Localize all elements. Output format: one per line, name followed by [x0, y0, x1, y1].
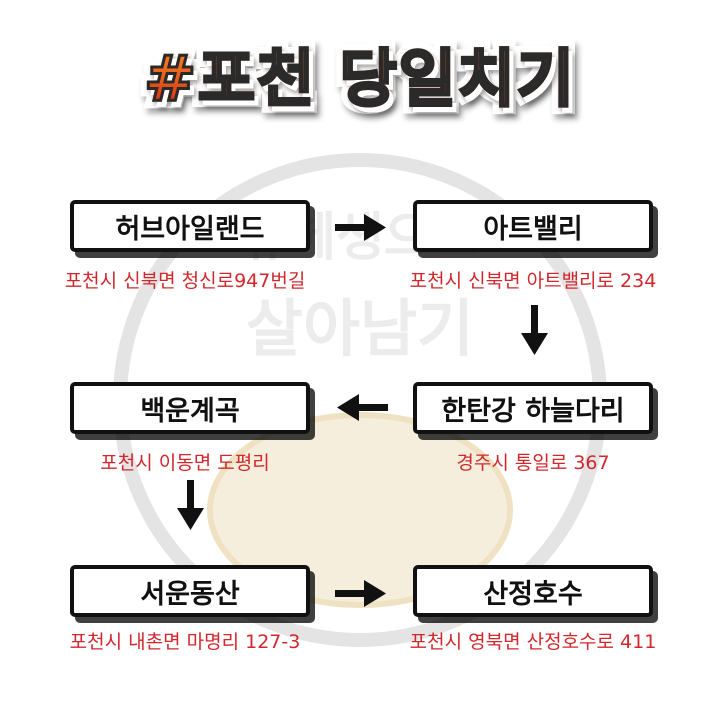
node-baegun-valley: 백운계곡 — [70, 382, 310, 434]
node-seoun-park: 서운동산 — [70, 565, 310, 617]
address-sanjeong-lake: 포천시 영북면 산정호수로 411 — [409, 631, 657, 653]
arrow-left-icon — [337, 394, 388, 421]
arrow-right-icon — [335, 580, 386, 607]
arrow-down-icon — [177, 480, 204, 530]
node-art-valley: 아트밸리 — [413, 200, 653, 252]
address-hantangang-sky-bridge: 경주시 통일로 367 — [456, 452, 610, 474]
page-title: #포천 당일치기 — [0, 28, 720, 118]
node-herb-island: 허브아일랜드 — [70, 200, 310, 252]
address-baegun-valley: 포천시 이동면 도평리 — [100, 452, 270, 474]
address-herb-island: 포천시 신북면 청신로947번길 — [64, 270, 306, 292]
address-art-valley: 포천시 신북면 아트밸리로 234 — [409, 270, 657, 292]
arrow-right-icon — [335, 214, 386, 241]
title-outline: #포천 당일치기 — [0, 28, 720, 123]
arrow-down-icon — [521, 305, 548, 355]
node-sanjeong-lake: 산정호수 — [413, 565, 653, 617]
address-seoun-park: 포천시 내촌면 마명리 127-3 — [69, 631, 301, 653]
node-hantangang-sky-bridge: 한탄강 하늘다리 — [413, 382, 653, 434]
